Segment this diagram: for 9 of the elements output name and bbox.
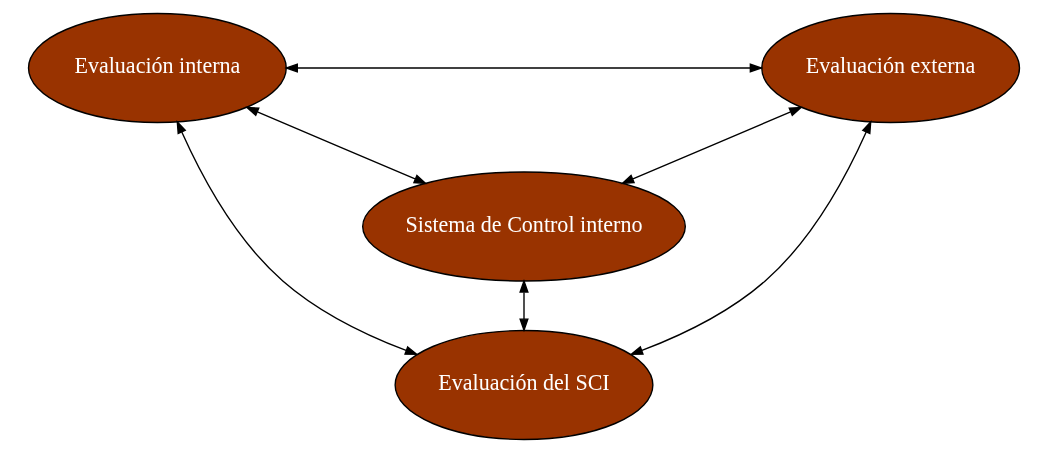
node-ellipse: Evaluación interna <box>27 12 287 124</box>
arrow <box>176 119 419 356</box>
arrow <box>284 63 764 73</box>
arrow <box>620 106 803 185</box>
node-ellipse: Evaluación del SCI <box>394 329 654 441</box>
arrow <box>629 119 872 356</box>
node-ellipse: Evaluación externa <box>761 12 1021 124</box>
arrow <box>519 278 529 333</box>
arrow <box>245 106 428 185</box>
